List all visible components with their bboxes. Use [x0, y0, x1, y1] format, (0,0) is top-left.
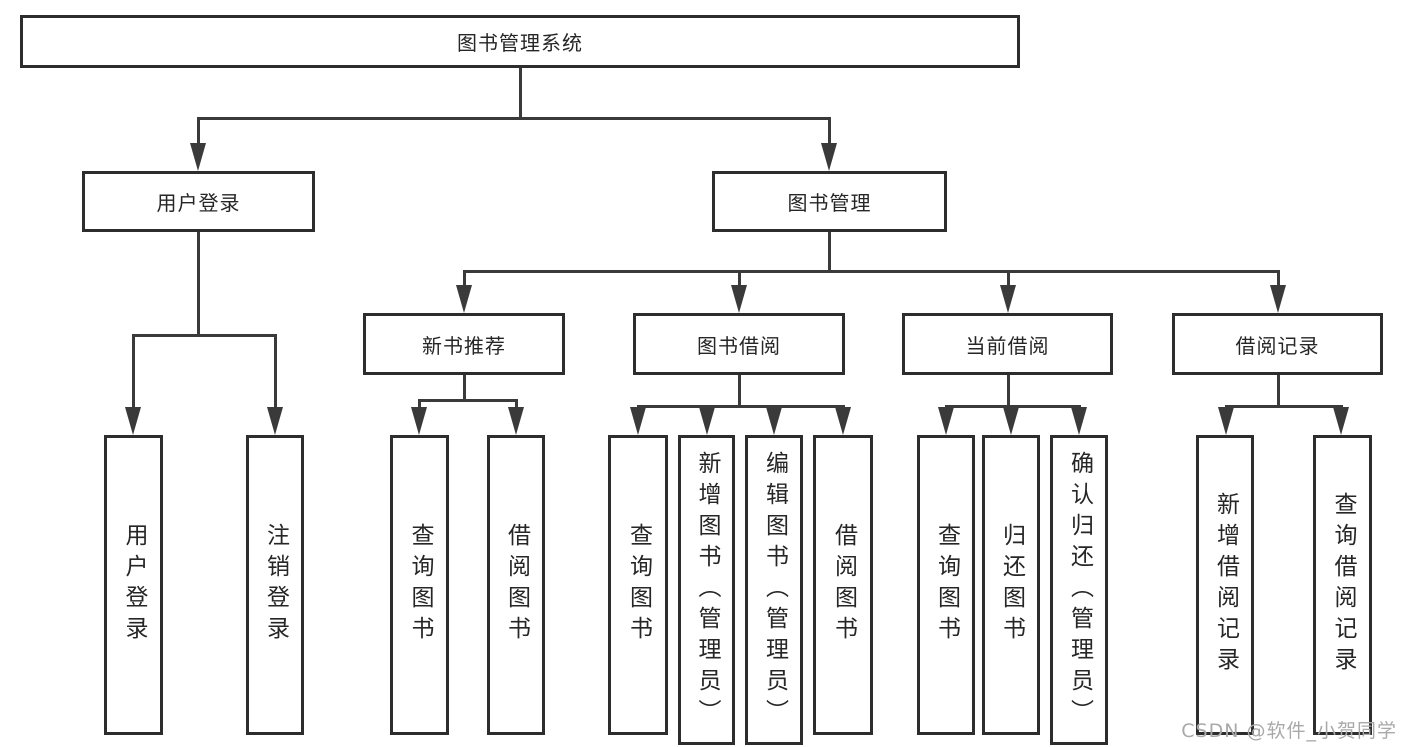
node-label-user-login: 用户登录: [156, 191, 241, 215]
node-leaf-add-borrow-record: 新增借阅记录: [1196, 435, 1254, 735]
connector-drop-new-book-recommend-1: [514, 400, 518, 409]
connector-drop-user-login-1: [273, 335, 277, 409]
node-label-new-book-recommend: 新书推荐: [422, 333, 506, 358]
node-label-leaf-return-books: 归还图书: [998, 523, 1025, 647]
arrow-down-icon-book-management-2: [1000, 285, 1016, 313]
node-label-leaf-query-borrow-record: 查询借阅记录: [1330, 492, 1356, 678]
node-label-book-management: 图书管理: [787, 191, 872, 215]
arrow-down-icon-current-borrowing-1: [1003, 407, 1019, 435]
connector-stem-user-login: [196, 232, 200, 335]
node-label-root: 图书管理系统: [457, 31, 583, 55]
node-leaf-query-books-borrowing: 查询图书: [608, 435, 668, 735]
connector-stem-book-borrowing: [737, 375, 741, 406]
connector-stem-current-borrowing: [1006, 375, 1010, 406]
node-new-book-recommend: 新书推荐: [363, 313, 565, 375]
connector-rail-book-management: [462, 269, 1280, 273]
connector-rail-current-borrowing: [944, 404, 1081, 408]
connector-drop-user-login-0: [131, 335, 135, 409]
node-label-current-borrowing: 当前借阅: [965, 333, 1050, 358]
node-label-leaf-query-books-current: 查询图书: [933, 523, 960, 647]
node-label-book-borrowing: 图书借阅: [697, 333, 781, 358]
node-label-leaf-confirm-return-admin: 确认归还（管理员）: [1066, 450, 1093, 730]
arrow-down-icon-book-borrowing-1: [699, 407, 715, 435]
node-root: 图书管理系统: [20, 15, 1020, 68]
node-leaf-user-login: 用户登录: [104, 435, 163, 735]
arrow-down-icon-root-1: [821, 143, 837, 171]
arrow-down-icon-borrowing-records-1: [1333, 407, 1349, 435]
node-label-borrowing-records: 借阅记录: [1235, 333, 1320, 358]
watermark-text: CSDN @软件_小贺同学: [1181, 720, 1397, 742]
arrow-down-icon-book-management-1: [731, 285, 747, 313]
arrow-down-icon-current-borrowing-0: [938, 407, 954, 435]
connector-drop-root-1: [827, 118, 831, 145]
node-current-borrowing: 当前借阅: [902, 313, 1113, 375]
node-label-leaf-user-login: 用户登录: [121, 523, 147, 647]
node-book-management: 图书管理: [712, 171, 947, 232]
connector-rail-book-borrowing: [636, 404, 845, 408]
node-user-login: 用户登录: [82, 171, 315, 232]
node-leaf-logout: 注销登录: [246, 435, 304, 735]
node-leaf-return-books: 归还图书: [982, 435, 1040, 735]
node-leaf-query-borrow-record: 查询借阅记录: [1313, 435, 1372, 735]
node-borrowing-records: 借阅记录: [1172, 313, 1383, 375]
node-leaf-query-books-current: 查询图书: [917, 435, 975, 735]
arrow-down-icon-borrowing-records-0: [1218, 407, 1234, 435]
connector-drop-new-book-recommend-0: [417, 400, 421, 409]
arrow-down-icon-book-borrowing-2: [766, 407, 782, 435]
connector-drop-book-management-2: [1006, 271, 1010, 287]
arrow-down-icon-book-borrowing-0: [630, 407, 646, 435]
connector-drop-root-0: [196, 118, 200, 145]
connector-rail-new-book-recommend: [417, 398, 518, 402]
connector-rail-borrowing-records: [1224, 404, 1343, 408]
node-label-leaf-edit-books-admin: 编辑图书（管理员）: [761, 450, 788, 730]
arrow-down-icon-root-0: [190, 143, 206, 171]
arrow-down-icon-book-management-3: [1270, 285, 1286, 313]
node-label-leaf-borrow-books-recommend: 借阅图书: [503, 523, 530, 647]
node-leaf-query-books-recommend: 查询图书: [390, 435, 449, 735]
arrow-down-icon-current-borrowing-2: [1071, 407, 1087, 435]
node-label-leaf-logout: 注销登录: [262, 523, 289, 647]
connector-rail-root: [196, 116, 831, 120]
connector-drop-book-management-1: [737, 271, 741, 287]
connector-drop-book-management-3: [1276, 271, 1280, 287]
connector-stem-root: [518, 68, 522, 118]
node-leaf-edit-books-admin: 编辑图书（管理员）: [745, 435, 803, 745]
arrow-down-icon-user-login-1: [267, 407, 283, 435]
arrow-down-icon-book-borrowing-3: [835, 407, 851, 435]
connector-drop-book-management-0: [462, 271, 466, 287]
connector-stem-borrowing-records: [1276, 375, 1280, 406]
node-label-leaf-query-books-borrowing: 查询图书: [625, 523, 652, 647]
arrow-down-icon-user-login-0: [125, 407, 141, 435]
arrow-down-icon-new-book-recommend-1: [508, 407, 524, 435]
node-leaf-borrow-books-recommend: 借阅图书: [487, 435, 545, 735]
connector-stem-new-book-recommend: [462, 375, 466, 400]
connector-stem-book-management: [827, 232, 831, 271]
node-leaf-add-books-admin: 新增图书（管理员）: [678, 435, 735, 745]
node-book-borrowing: 图书借阅: [633, 313, 845, 375]
arrow-down-icon-new-book-recommend-0: [411, 407, 427, 435]
connector-rail-user-login: [131, 333, 277, 337]
arrow-down-icon-book-management-0: [456, 285, 472, 313]
node-leaf-confirm-return-admin: 确认归还（管理员）: [1050, 435, 1108, 745]
node-label-leaf-borrow-books-borrowing: 借阅图书: [830, 523, 857, 647]
node-label-leaf-add-borrow-record: 新增借阅记录: [1212, 492, 1239, 678]
node-leaf-borrow-books-borrowing: 借阅图书: [813, 435, 873, 735]
node-label-leaf-add-books-admin: 新增图书（管理员）: [694, 450, 720, 730]
node-label-leaf-query-books-recommend: 查询图书: [407, 523, 433, 647]
